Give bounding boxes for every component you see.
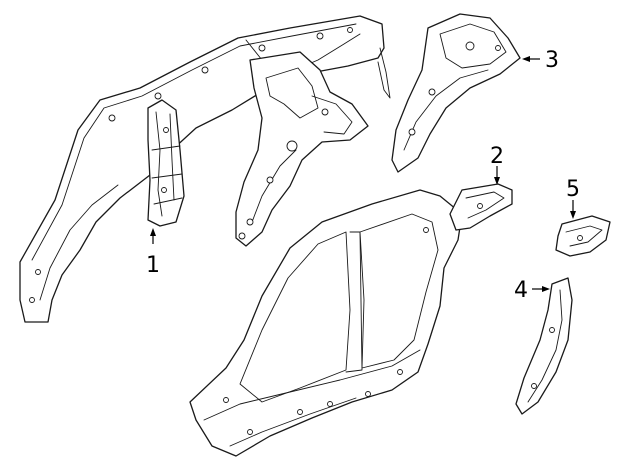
rear-corner-bracket — [555, 215, 611, 257]
callout-2-label: 2 — [490, 144, 504, 169]
tail-light-pocket-extension — [449, 183, 513, 231]
callout-4-label: 4 — [514, 278, 528, 303]
b-pillar-inner-reinforcement — [147, 99, 185, 227]
d-pillar-lower-reinforcement — [515, 277, 573, 415]
callout-3-leader — [522, 56, 540, 62]
callout-1-label: 1 — [146, 253, 160, 278]
quarter-inner-wheelhouse-panel — [235, 51, 369, 247]
callout-2-leader — [494, 166, 500, 185]
callout-4-leader — [532, 286, 550, 292]
callout-3-label: 3 — [545, 48, 559, 73]
callout-5-label: 5 — [566, 177, 580, 202]
callout-1-leader — [150, 228, 156, 244]
callout-5-leader — [570, 200, 576, 219]
rear-wheelhouse-outer-panel — [391, 13, 521, 173]
body-side-outer-aperture-panel — [189, 189, 463, 457]
